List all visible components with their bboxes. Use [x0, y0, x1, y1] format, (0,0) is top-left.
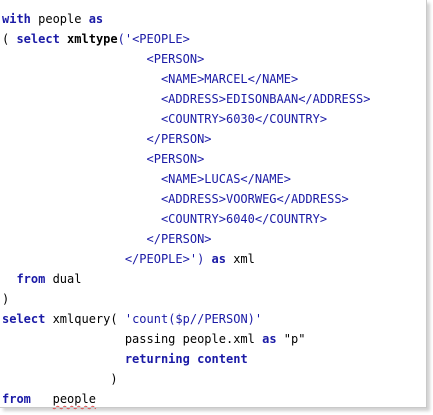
- code-token: select: [16, 32, 60, 46]
- code-line: <ADDRESS>EDISONBAAN</ADDRESS>: [2, 89, 371, 109]
- code-token: "p": [276, 332, 306, 346]
- code-line: select xmlquery( 'count($p//PERSON)': [2, 309, 370, 329]
- code-line: with people as: [2, 9, 370, 29]
- code-token: xmltype: [67, 32, 118, 46]
- code-area[interactable]: with people as( select xmltype('<PEOPLE>…: [2, 9, 370, 409]
- code-token: content: [197, 352, 248, 366]
- code-token: as: [211, 252, 226, 266]
- code-token: ): [2, 372, 118, 386]
- code-token: people: [52, 392, 96, 406]
- code-token: xmlquery(: [45, 312, 125, 326]
- code-token: [60, 32, 67, 46]
- code-line: <COUNTRY>6040</COUNTRY>: [2, 209, 370, 229]
- code-token: <COUNTRY>6040</COUNTRY>: [2, 212, 328, 226]
- code-token: from: [2, 392, 31, 406]
- code-line: </PERSON>: [2, 229, 370, 249]
- code-line: </PEOPLE>') as xml: [2, 249, 370, 269]
- code-token: [204, 252, 211, 266]
- code-line: <COUNTRY>6030</COUNTRY>: [2, 109, 370, 129]
- code-line: returning content: [2, 349, 370, 369]
- code-token: <NAME>LUCAS</NAME>: [2, 172, 291, 186]
- code-token: <ADDRESS>EDISONBAAN</ADDRESS>: [2, 92, 371, 106]
- code-token: </PEOPLE>'): [2, 252, 205, 266]
- code-token: <NAME>MARCEL</NAME>: [2, 72, 299, 86]
- code-token: [2, 272, 16, 286]
- code-token: <COUNTRY>6030</COUNTRY>: [2, 112, 328, 126]
- code-token: xml: [225, 252, 255, 266]
- code-line: <NAME>LUCAS</NAME>: [2, 169, 370, 189]
- code-token: returning: [124, 352, 190, 366]
- code-line: from people: [2, 389, 370, 409]
- code-token: [31, 392, 53, 406]
- code-line: <NAME>MARCEL</NAME>: [2, 69, 370, 89]
- code-token: <PERSON>: [2, 152, 205, 166]
- code-token: </PERSON>: [2, 232, 212, 246]
- code-line: <PERSON>: [2, 49, 370, 69]
- code-token: (: [2, 32, 17, 46]
- code-line: passing people.xml as "p": [2, 329, 370, 349]
- code-token: passing people.xml: [2, 332, 263, 346]
- code-line: </PERSON>: [2, 129, 370, 149]
- code-token: [2, 352, 125, 366]
- code-token: as: [262, 332, 277, 346]
- code-token: 'count($p//PERSON)': [124, 312, 263, 326]
- code-token: select: [2, 312, 46, 326]
- code-token: people: [30, 12, 89, 26]
- code-token: ('<PEOPLE>: [117, 32, 190, 46]
- code-token: with: [2, 12, 31, 26]
- code-line: ): [2, 289, 370, 309]
- code-line: <PERSON>: [2, 149, 370, 169]
- code-token: [190, 352, 197, 366]
- code-line: ( select xmltype('<PEOPLE>: [2, 29, 370, 49]
- code-token: dual: [45, 272, 82, 286]
- sql-editor[interactable]: with people as( select xmltype('<PEOPLE>…: [0, 0, 427, 408]
- code-token: <PERSON>: [2, 52, 205, 66]
- code-token: </PERSON>: [2, 132, 212, 146]
- code-line: <ADDRESS>VOORWEG</ADDRESS>: [2, 189, 370, 209]
- code-token: <ADDRESS>VOORWEG</ADDRESS>: [2, 192, 349, 206]
- code-token: from: [16, 272, 46, 286]
- code-token: ): [2, 292, 10, 306]
- code-token: as: [88, 12, 104, 26]
- code-line: ): [2, 369, 370, 389]
- code-line: from dual: [2, 269, 370, 289]
